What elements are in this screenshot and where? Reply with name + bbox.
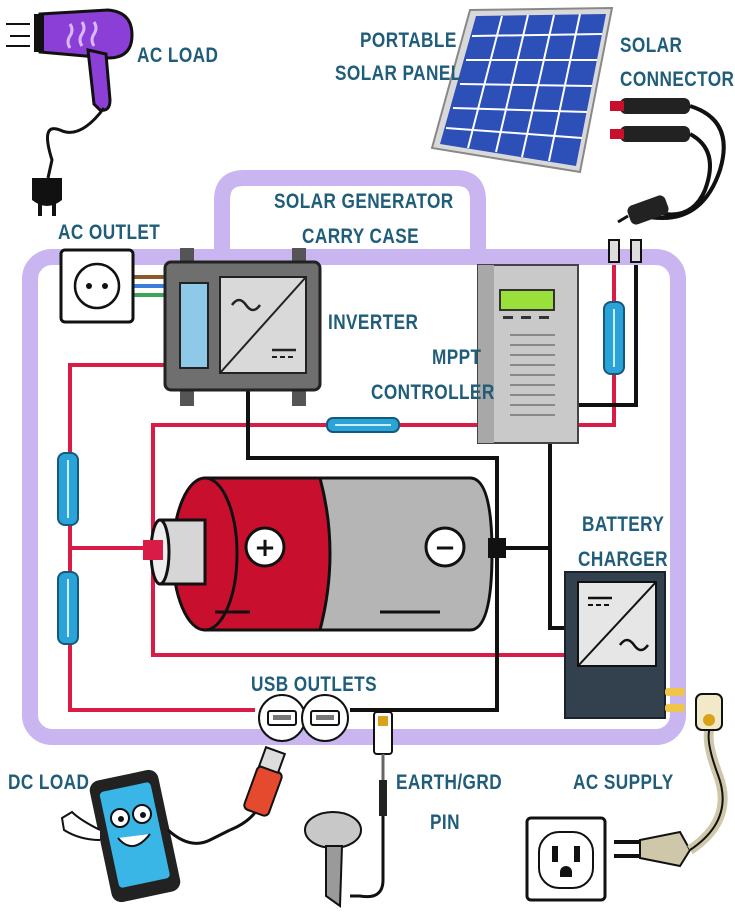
wall-socket-icon bbox=[525, 816, 607, 902]
inverter-label: INVERTER bbox=[328, 311, 419, 334]
battery-charger-label-line1: BATTERY bbox=[582, 513, 665, 536]
solar-connector-label-line2: CONNECTOR bbox=[620, 68, 735, 91]
solar-panel-label-line1: PORTABLE bbox=[360, 29, 457, 52]
carry-case-label-line2: CARRY CASE bbox=[302, 225, 420, 248]
ac-outlet-label: AC OUTLET bbox=[58, 221, 161, 244]
usb-outlets-label: USB OUTLETS bbox=[251, 673, 378, 696]
solar-input-plugs bbox=[608, 239, 642, 263]
battery-icon bbox=[143, 476, 506, 632]
mppt-label-line1: MPPT bbox=[432, 346, 482, 369]
mppt-controller-icon bbox=[477, 264, 579, 444]
battery-negative-symbol: − bbox=[434, 533, 456, 563]
carry-case-frame bbox=[22, 170, 686, 745]
earth-pin-label-line1: EARTH/GRD bbox=[396, 771, 503, 794]
ground-pin-icon bbox=[304, 711, 393, 908]
solar-panel-icon bbox=[430, 6, 614, 174]
mppt-label-line2: CONTROLLER bbox=[371, 381, 495, 404]
connector-cable-icon bbox=[610, 98, 726, 225]
fuse-left-lower bbox=[57, 571, 79, 645]
dc-load-label: DC LOAD bbox=[8, 771, 90, 794]
fuse-left-upper bbox=[57, 452, 79, 526]
ac-outlet-icon bbox=[59, 248, 135, 324]
battery-positive-symbol: + bbox=[254, 533, 276, 563]
ac-load-label: AC LOAD bbox=[137, 44, 219, 67]
solar-panel-label-line2: SOLAR PANEL bbox=[335, 62, 462, 85]
usb-plug-icon bbox=[243, 745, 287, 817]
usb-outlets-icon bbox=[258, 694, 349, 742]
fuse-top bbox=[326, 417, 400, 433]
ac-supply-label: AC SUPPLY bbox=[573, 771, 674, 794]
smartphone-icon bbox=[60, 769, 264, 903]
battery-charger-icon bbox=[564, 571, 685, 719]
fuse-right bbox=[603, 301, 625, 375]
carry-case-label-line1: SOLAR GENERATOR bbox=[274, 190, 454, 213]
hair-dryer-icon bbox=[6, 8, 134, 216]
ac-supply-plug-icon bbox=[614, 693, 728, 868]
earth-pin-label-line2: PIN bbox=[430, 811, 460, 834]
battery-charger-label-line2: CHARGER bbox=[578, 548, 668, 571]
inverter-icon bbox=[163, 248, 322, 406]
solar-connector-label-line1: SOLAR bbox=[620, 34, 683, 57]
